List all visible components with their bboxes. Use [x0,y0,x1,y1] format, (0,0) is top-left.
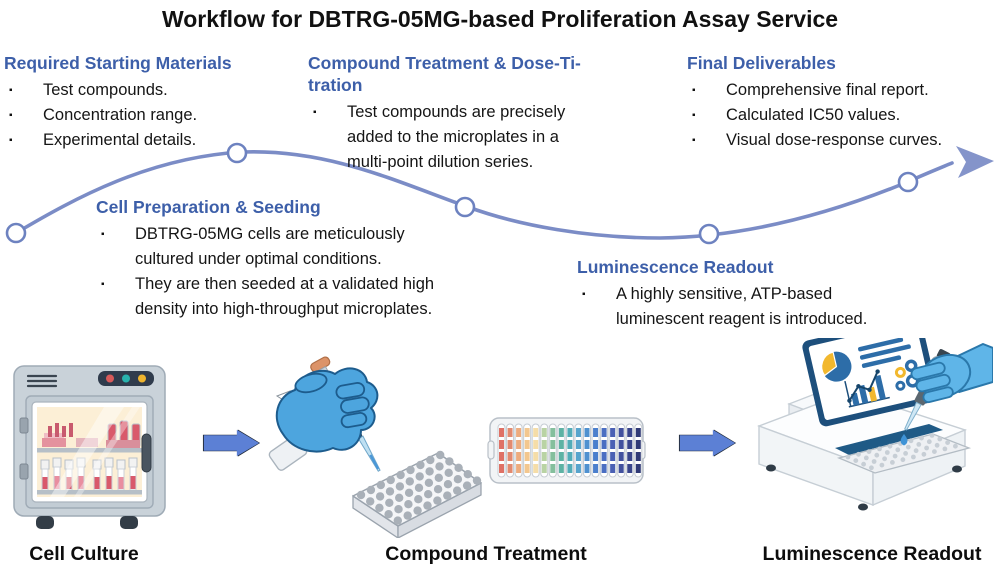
step-node-5 [897,171,919,193]
bullet-text: Comprehensive final report. [726,81,929,99]
list-item: ▪ Concentration range. [4,103,304,128]
step-required-starting-materials: Required Starting Materials ▪ Test compou… [4,52,304,153]
bullet-text: Calculated IC50 values. [726,106,901,124]
bullet-square-icon: ▪ [692,85,696,96]
step-node-1 [5,222,27,244]
list-item: ▪ Visual dose-response curves. [687,128,999,153]
bullet-square-icon: ▪ [582,289,586,300]
list-item: ▪ Calculated IC50 values. [687,103,999,128]
step-final-deliverables: Final Deliverables ▪ Comprehensive final … [687,52,999,153]
bullet-square-icon: ▪ [101,229,105,240]
bullet-list: ▪ Comprehensive final report. ▪ Calculated… [687,78,999,153]
list-item: ▪ Test compounds are precisely added to t… [308,100,608,175]
bullet-list: ▪ Test compounds are precisely added to t… [308,100,608,175]
step-cell-preparation-seeding: Cell Preparation & Seeding ▪ DBTRG-05MG c… [96,196,448,322]
tray-slot [835,424,943,455]
page-title: Workflow for DBTRG-05MG-based Proliferat… [161,6,839,32]
foot [766,464,776,472]
flow-arrow-icon [202,429,261,457]
bullet-text: Test compounds. [43,81,168,99]
bullet-square-icon: ▪ [9,135,13,146]
bullet-text: Experimental details. [43,131,197,149]
reagent-drop-icon [900,434,908,446]
bullet-list: ▪ Test compounds. ▪ Concentration range. ▪… [4,78,304,153]
bullet-list: ▪ A highly sensitive, ATP-based luminesce… [577,282,869,332]
foot [952,465,962,473]
step-heading: Luminescence Readout [577,257,774,277]
flow-arrow-icon [678,429,737,457]
list-item: ▪ Experimental details. [4,128,304,153]
bullet-square-icon: ▪ [101,279,105,290]
culture-shelf-items [37,420,142,495]
bullet-square-icon: ▪ [9,110,13,121]
heading-line: tration [308,75,363,95]
foot [36,516,54,529]
glass-shine [50,407,140,497]
hinge-icon [19,463,29,480]
heading-line: Compound Treatment & Dose-Ti- [308,53,581,73]
bullet-square-icon: ▪ [313,107,317,118]
dose-gradient-plate-illustration [487,417,646,484]
step-node-3 [454,196,476,218]
bullet-text: DBTRG-05MG cells are meticulously cultur… [135,225,405,268]
list-item: ▪ Test compounds. [4,78,304,103]
bullet-text: Visual dose-response curves. [726,131,943,149]
step-heading: Compound Treatment & Dose-Ti- tration [308,52,608,96]
hinge-icon [19,417,29,434]
results-monitor [802,338,939,427]
plate-reader-illustration [756,338,993,511]
dose-gradient-strips [497,423,643,478]
bullet-list: ▪ DBTRG-05MG cells are meticulously cultu… [96,222,448,322]
step-luminescence-readout: Luminescence Readout ▪ A highly sensitive… [577,256,869,332]
screen-charts [821,338,920,408]
bullet-text: Concentration range. [43,106,198,124]
bullet-square-icon: ▪ [692,135,696,146]
bullet-text: A highly sensitive, ATP-based luminescen… [616,285,868,328]
reader-gloved-hand-icon [910,343,993,404]
list-item: ▪ They are then seeded at a validated hig… [96,272,448,322]
tray-plate [836,433,972,474]
bullet-text: They are then seeded at a validated high… [135,275,435,318]
vent-lines-icon [26,374,58,388]
bullet-square-icon: ▪ [692,110,696,121]
bullet-square-icon: ▪ [9,85,13,96]
stage-label-compound-treatment: Compound Treatment [385,543,587,565]
door-handle-icon [141,433,152,473]
step-heading: Required Starting Materials [4,53,232,73]
incubator-illustration [13,365,166,529]
indicator-lights-icon [98,371,154,386]
foot [120,516,138,529]
tray-wells [845,433,958,471]
pipette-and-microplate-illustration [268,356,482,538]
stage-label-luminescence-readout: Luminescence Readout [762,543,982,565]
step-compound-treatment-dose-titration: Compound Treatment & Dose-Ti- tration ▪ T… [308,52,608,175]
bullet-text: Test compounds are precisely added to th… [347,103,566,171]
step-heading: Cell Preparation & Seeding [96,197,321,217]
list-item: ▪ DBTRG-05MG cells are meticulously cultu… [96,222,448,272]
list-item: ▪ Comprehensive final report. [687,78,999,103]
trend-line-icon [847,369,880,403]
list-item: ▪ A highly sensitive, ATP-based luminesce… [577,282,869,332]
stage-label-cell-culture: Cell Culture [29,543,139,565]
microplate-wells [356,450,482,525]
microplate [352,450,482,538]
step-node-4 [698,223,720,245]
gloved-hand-icon [268,367,379,471]
foot [858,503,868,511]
step-heading: Final Deliverables [687,53,836,73]
